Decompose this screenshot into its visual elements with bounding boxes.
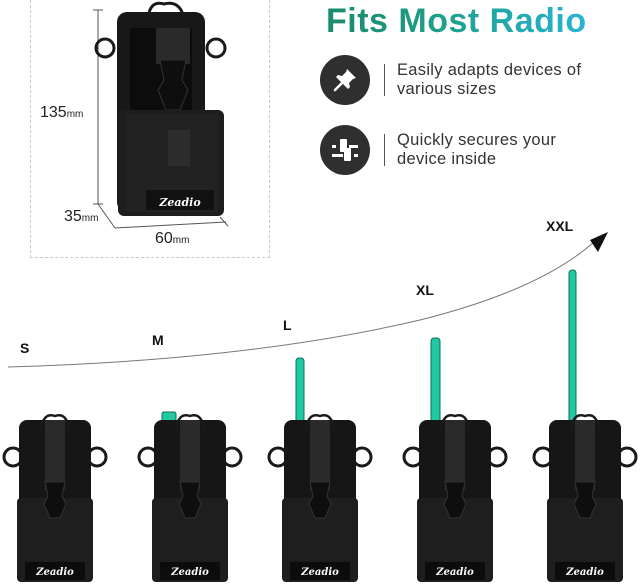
feature-secures: Quickly secures your device inside [320, 125, 556, 175]
height-dimension-label: 135mm [40, 104, 84, 121]
size-label-xxl: XXL [546, 218, 574, 234]
size-label-s: S [20, 340, 30, 356]
svg-text:Zeadio: Zeadio [158, 196, 200, 209]
size-growth-arrow [7, 232, 608, 368]
feature-text: Quickly secures your [397, 131, 557, 149]
feature-adapts: Easily adapts devices of various sizes [320, 55, 581, 105]
holster-size-row: Zeadio [2, 269, 638, 584]
page-title: Fits Most Radio [326, 2, 587, 40]
depth-dimension-label: 35mm [64, 208, 99, 225]
holster-main-image: Zeadio [93, 1, 229, 229]
feature-text: Easily adapts devices of [397, 61, 582, 79]
size-label-xl: XL [416, 282, 434, 298]
divider [384, 64, 385, 96]
holster-size-xxl [532, 269, 638, 584]
pushpin-icon [320, 55, 370, 105]
holster-size-m [137, 411, 243, 584]
dimension-panel [30, 0, 270, 258]
size-label-m: M [152, 332, 164, 348]
feature-text: device inside [397, 150, 497, 168]
holster-size-xl [402, 337, 508, 584]
width-dimension-label: 60mm [155, 230, 190, 247]
feature-text: various sizes [397, 80, 497, 98]
divider [384, 134, 385, 166]
size-label-l: L [283, 317, 292, 333]
holster-size-s [2, 413, 108, 584]
holster-size-l [267, 357, 373, 584]
sliders-icon [320, 125, 370, 175]
